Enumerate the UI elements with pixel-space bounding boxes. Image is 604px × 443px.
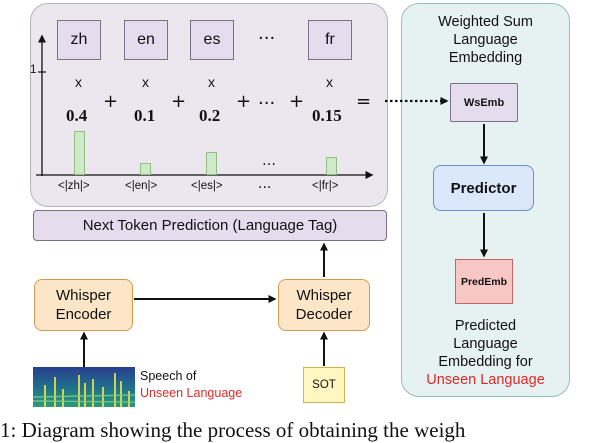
- bar-fr: [326, 157, 337, 175]
- sot-box: SOT: [303, 367, 345, 403]
- predemb-box: PredEmb: [455, 259, 513, 304]
- lang-box-fr: fr: [308, 20, 352, 60]
- multiply-symbol: x: [75, 74, 82, 90]
- bar-en: [140, 163, 151, 175]
- plus-sign: +: [171, 91, 187, 112]
- plus-sign: +: [289, 91, 305, 112]
- equals-sign: =: [356, 91, 372, 112]
- weight-es: 0.2: [199, 106, 221, 125]
- token-label-zh: <|zh|>: [58, 180, 90, 192]
- token-label-es: <|es|>: [191, 180, 223, 192]
- weight-en: 0.1: [134, 106, 156, 125]
- lang-box-zh: zh: [57, 20, 101, 60]
- token-label-fr: <|fr|>: [312, 180, 339, 192]
- lang-box-es: es: [190, 20, 234, 60]
- figure-caption: 1: Diagram showing the process of obtain…: [0, 418, 466, 442]
- plus-sign: +: [103, 91, 119, 112]
- wsemb-box: WsEmb: [450, 83, 518, 122]
- ellipsis-bars: …: [262, 153, 276, 169]
- next-token-prediction-box: Next Token Prediction (Language Tag): [33, 210, 387, 241]
- ellipsis-top: ···: [258, 28, 276, 49]
- multiply-symbol: x: [326, 74, 333, 90]
- bar-es: [206, 152, 217, 175]
- token-label-en: <|en|>: [125, 180, 158, 192]
- multiply-symbol: x: [142, 74, 149, 90]
- ellipsis-mid: ···: [258, 93, 276, 114]
- bar-zh: [74, 131, 85, 175]
- predictor-box: Predictor: [433, 165, 534, 211]
- spectrogram-image: [33, 367, 135, 407]
- ellipsis-tokens: ···: [258, 180, 272, 196]
- weight-fr: 0.15: [312, 106, 342, 125]
- multiply-symbol: x: [208, 74, 215, 90]
- y-axis-tick-label: 1: [30, 64, 37, 76]
- lang-box-en: en: [124, 20, 168, 60]
- weight-zh: 0.4: [66, 106, 88, 125]
- plus-sign: +: [236, 91, 252, 112]
